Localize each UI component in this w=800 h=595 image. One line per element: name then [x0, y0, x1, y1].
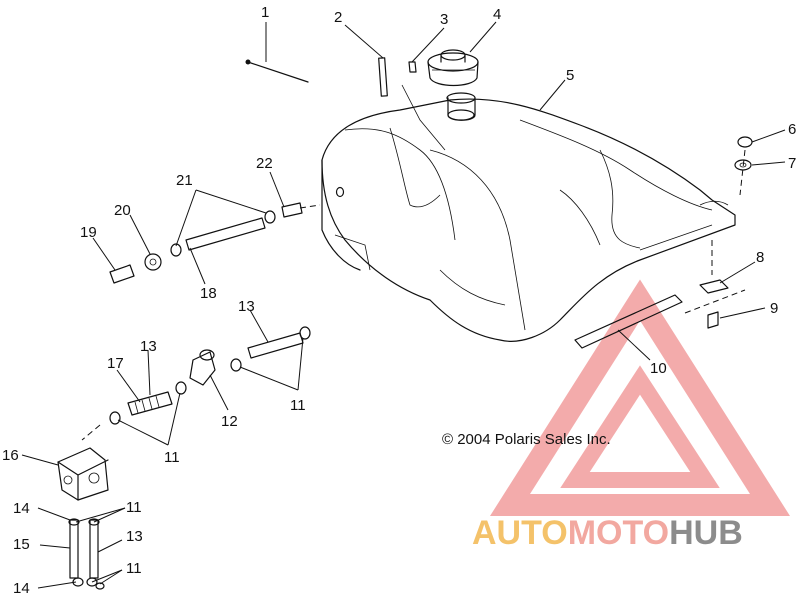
mounting-hardware: [574, 136, 753, 349]
leader-lines: [21, 21, 786, 589]
callout-10: 10: [650, 360, 667, 377]
fuel-line-parts: [57, 202, 321, 590]
callout-21: 21: [176, 172, 193, 189]
watermark-hub: HUB: [669, 514, 743, 552]
fuel-tank: [321, 92, 736, 342]
callout-11a: 11: [290, 397, 306, 414]
callout-labels: 1 2 3 4 5 6 7 8 9 10 11 11 11 11 12 13 1…: [2, 4, 796, 595]
watermark-auto: AUTO: [472, 514, 568, 552]
callout-15: 15: [13, 536, 30, 553]
callout-13a: 13: [238, 298, 255, 315]
callout-2: 2: [334, 9, 342, 26]
copyright-text: © 2004 Polaris Sales Inc.: [442, 431, 611, 448]
callout-16: 16: [2, 447, 19, 464]
callout-18: 18: [200, 285, 217, 302]
callout-7: 7: [788, 155, 796, 172]
watermark-moto: MOTO: [568, 514, 669, 552]
callout-3: 3: [440, 11, 448, 28]
filler-cap: [427, 49, 479, 87]
callout-11d: 11: [126, 560, 142, 577]
callout-22: 22: [256, 155, 273, 172]
callout-9: 9: [770, 300, 778, 317]
callout-20: 20: [114, 202, 131, 219]
callout-14a: 14: [13, 500, 30, 517]
callout-1: 1: [261, 4, 269, 21]
callout-5: 5: [566, 67, 574, 84]
callout-11c: 11: [126, 499, 142, 516]
callout-13c: 13: [126, 528, 143, 545]
callout-13b: 13: [140, 338, 157, 355]
callout-17: 17: [107, 355, 124, 372]
callout-6: 6: [788, 121, 796, 138]
watermark-logo: [489, 279, 791, 516]
callout-14b: 14: [13, 580, 30, 595]
watermark-text: AUTOMOTOHUB: [472, 514, 743, 552]
callout-19: 19: [80, 224, 97, 241]
vent-parts: [245, 57, 446, 151]
callout-12: 12: [221, 413, 238, 430]
callout-8: 8: [756, 249, 764, 266]
callout-11b: 11: [164, 449, 180, 466]
callout-4: 4: [493, 6, 501, 23]
